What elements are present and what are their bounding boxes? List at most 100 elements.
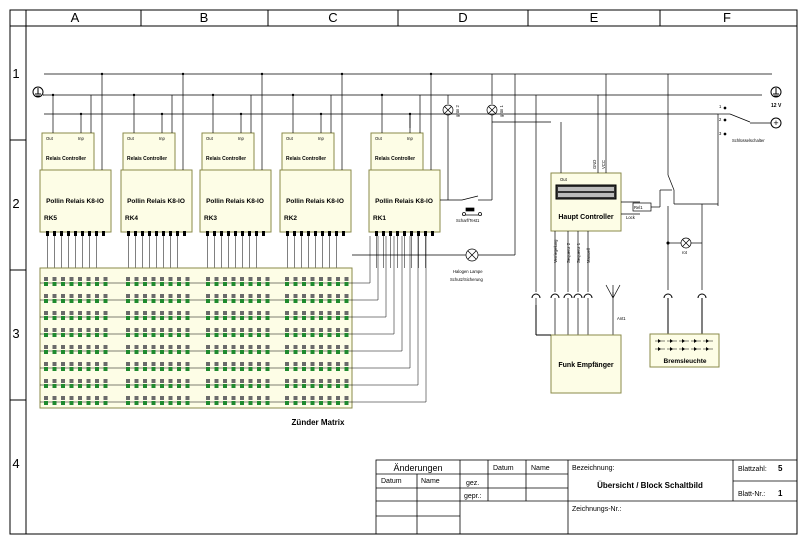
fuse-icon (302, 328, 306, 337)
fuse-icon (86, 294, 91, 303)
lamp-gruen-1 (486, 74, 551, 123)
fuse-icon (52, 362, 57, 371)
fuse-icon (214, 396, 219, 405)
bezeichnung-value: Übersicht / Block Schaltbild (597, 481, 703, 490)
fuse-icon (52, 277, 57, 286)
fuse-icon (134, 379, 139, 388)
relais-inp-label: Inp (159, 136, 165, 141)
row-label-4: 4 (12, 456, 19, 471)
halogen-lamp (352, 74, 516, 262)
fuse-icon (185, 294, 190, 303)
fuse-icon (44, 396, 48, 405)
halogen-label-2: Schutz/Sicherung (450, 277, 483, 282)
fuse-icon (336, 294, 340, 303)
fuse-icon (61, 362, 65, 371)
fuse-icon (327, 311, 332, 320)
fuse-icon (327, 277, 332, 286)
fuse-icon (78, 362, 82, 371)
fuse-icon (240, 328, 244, 337)
fuse-icon (231, 328, 236, 337)
fuse-icon (168, 294, 173, 303)
bremsleuchte (649, 333, 720, 368)
fuse-icon (126, 396, 130, 405)
fuse-icon (257, 294, 261, 303)
fuse-icon (223, 311, 227, 320)
fuse-icon (95, 294, 99, 303)
fuse-icon (160, 362, 164, 371)
column-label-b: B (200, 10, 209, 25)
fuse-icon (214, 379, 219, 388)
lamp-rot-label: rot (682, 250, 688, 255)
fuse-icon (44, 328, 48, 337)
halogen-label-1: Halogen Lampe (453, 269, 483, 274)
relais-board-title: Pollin Relais K8-IO (46, 198, 104, 205)
fuse-icon (206, 379, 210, 388)
haupt-input-label: Sequenz 1 (576, 242, 581, 263)
fuse-icon (265, 328, 270, 337)
fuse-icon (336, 277, 340, 286)
fuse-icon (134, 311, 139, 320)
fuse-icon (95, 396, 99, 405)
led-icon (679, 339, 689, 343)
fuse-icon (177, 345, 181, 354)
key-switch (717, 106, 771, 206)
tb-datum-label: Datum (381, 478, 402, 485)
fuse-icon (265, 362, 270, 371)
fuse-icon (44, 277, 48, 286)
fuse-icon (302, 294, 306, 303)
fuse-icon (86, 362, 91, 371)
haupt-controller-title: Haupt Controller (558, 214, 613, 221)
tb-name2-label: Name (531, 465, 550, 472)
fuse-icon (265, 294, 270, 303)
fuse-icon (285, 277, 289, 286)
row-label-1: 1 (12, 66, 19, 81)
title-block (375, 459, 798, 535)
fuse-icon (344, 362, 349, 371)
fuse-icon (257, 277, 261, 286)
fuse-icon (319, 277, 323, 286)
fuse-icon (257, 345, 261, 354)
fuse-icon (310, 396, 315, 405)
fuse-icon (177, 379, 181, 388)
fuse-icon (95, 362, 99, 371)
fuse-icon (69, 396, 74, 405)
fuse-icon (86, 277, 91, 286)
funk-empfaenger-title: Funk Empfänger (558, 362, 614, 369)
fuse-icon (151, 328, 156, 337)
fuse-icon (69, 379, 74, 388)
key-switch-label: Schlüsselschalter (732, 138, 765, 143)
fuse-icon (265, 345, 270, 354)
fuse-icon (327, 328, 332, 337)
fuse-icon (302, 345, 306, 354)
blatt-nr-label: Blatt-Nr.: (738, 491, 765, 498)
haupt-input-label: Manuell (586, 248, 591, 263)
led-icon (667, 347, 677, 351)
blattzahl-value: 5 (778, 464, 783, 473)
switch-position-2: 2 (719, 117, 722, 122)
fuse-icon (160, 311, 164, 320)
fuse-icon (78, 277, 82, 286)
fuse-icon (310, 362, 315, 371)
relais-controller-label: Relais Controller (127, 156, 167, 162)
fuse-icon (143, 345, 147, 354)
fuse-icon (143, 328, 147, 337)
fuse-icon (160, 277, 164, 286)
fuse-icon (177, 277, 181, 286)
fuse-icon (44, 379, 48, 388)
lamp-gruen-2-label: grün 2 (455, 104, 460, 117)
fuse-icon (206, 311, 210, 320)
fuse-icon (160, 379, 164, 388)
fuse-icon (248, 362, 253, 371)
relais-inp-label: Inp (318, 136, 324, 141)
positive-terminal: + (770, 117, 782, 129)
fuse-icon (302, 396, 306, 405)
fuse-icon (240, 311, 244, 320)
fuse-icon (310, 294, 315, 303)
ground-terminal-left (32, 86, 44, 98)
relais-out-label: Out (206, 136, 214, 141)
fuse-icon (336, 396, 340, 405)
fuse-icon (126, 345, 130, 354)
